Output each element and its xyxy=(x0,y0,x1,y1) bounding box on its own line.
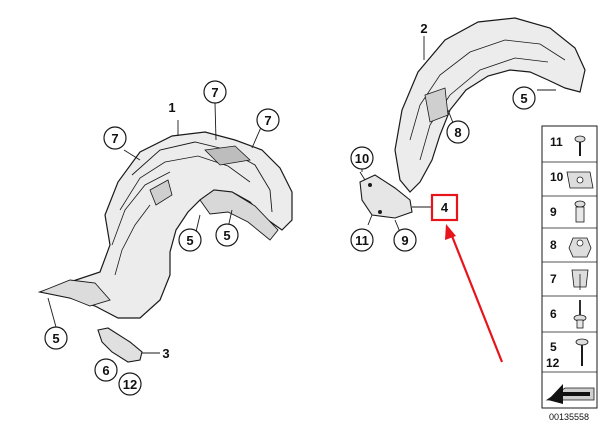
callout-5-right: 5 xyxy=(512,86,536,110)
callout-3: 3 xyxy=(162,346,169,361)
callout-12: 12 xyxy=(118,372,142,396)
legend-item-5: 5 xyxy=(550,340,557,354)
svg-text:2: 2 xyxy=(420,21,427,36)
svg-text:5: 5 xyxy=(186,233,193,248)
callout-5-bottom-left: 5 xyxy=(44,326,68,350)
callout-7-right: 7 xyxy=(256,108,280,132)
wheel-arch-liner-part-1 xyxy=(37,120,293,319)
leader-lines xyxy=(47,102,363,328)
nut-icon xyxy=(568,237,592,258)
svg-text:7: 7 xyxy=(111,131,118,146)
svg-text:8: 8 xyxy=(454,125,461,140)
callout-2: 2 xyxy=(420,21,427,36)
svg-text:5: 5 xyxy=(52,331,59,346)
callout-5-mid: 5 xyxy=(178,228,202,252)
callout-4-highlight-box: 4 xyxy=(430,193,459,222)
bracket-part-4 xyxy=(359,171,432,233)
legend-item-8: 8 xyxy=(550,238,557,252)
red-arrow-icon xyxy=(445,224,504,363)
callout-9: 9 xyxy=(393,228,417,252)
callout-1: 1 xyxy=(168,100,175,115)
callout-10: 10 xyxy=(350,146,374,170)
svg-text:10: 10 xyxy=(355,151,369,166)
direction-arrow-icon xyxy=(545,384,595,404)
push-rivet-icon xyxy=(573,300,587,329)
wheel-arch-liner-part-2 xyxy=(394,17,586,193)
spreader-clip-icon xyxy=(571,269,589,290)
callout-5-center: 5 xyxy=(215,223,239,247)
svg-text:7: 7 xyxy=(264,113,271,128)
legend-item-9: 9 xyxy=(550,205,557,219)
svg-text:1: 1 xyxy=(168,100,175,115)
svg-text:9: 9 xyxy=(401,233,408,248)
legend-item-6: 6 xyxy=(550,307,557,321)
legend-item-12: 12 xyxy=(546,356,560,370)
legend-item-7: 7 xyxy=(550,272,557,286)
svg-text:5: 5 xyxy=(520,91,527,106)
svg-text:6: 6 xyxy=(102,363,109,378)
deflector-part-3 xyxy=(97,327,160,363)
callout-7-top: 7 xyxy=(203,80,227,104)
clip-nut-icon xyxy=(566,171,594,189)
screw-icon xyxy=(574,135,586,156)
callout-8: 8 xyxy=(446,120,470,144)
svg-text:5: 5 xyxy=(223,228,230,243)
svg-text:3: 3 xyxy=(162,346,169,361)
svg-text:11: 11 xyxy=(355,233,369,248)
svg-text:4: 4 xyxy=(441,200,449,215)
svg-text:7: 7 xyxy=(211,85,218,100)
fastener-legend: 11 10 9 8 7 6 xyxy=(541,125,598,409)
legend-item-11: 11 xyxy=(550,135,563,149)
callout-7-left: 7 xyxy=(103,126,127,150)
self-tapping-screw-icon xyxy=(575,338,589,366)
expanding-rivet-icon xyxy=(574,200,586,223)
diagram-code: 00135558 xyxy=(549,412,589,422)
callout-11: 11 xyxy=(350,228,374,252)
legend-item-10: 10 xyxy=(550,170,564,184)
svg-text:12: 12 xyxy=(123,377,137,392)
callout-6: 6 xyxy=(94,358,118,382)
